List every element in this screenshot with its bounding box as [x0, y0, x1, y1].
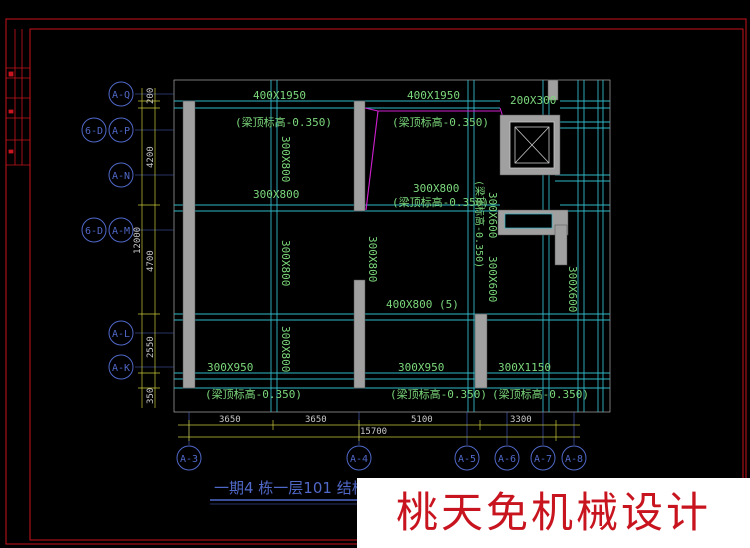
beam-300x800-v3: 300X800	[366, 236, 379, 282]
beam-300x1150: 300X1150	[498, 361, 551, 374]
dim-12000: 12000	[133, 227, 143, 254]
beam-300x800-h1: 300X800	[253, 188, 299, 201]
beam-300x800-v1: 300X800	[279, 136, 292, 182]
beam-300x800-v2: 300X800	[279, 240, 292, 286]
svg-text:A-6: A-6	[498, 454, 516, 465]
svg-text:A-P: A-P	[112, 126, 130, 137]
svg-text:A-7: A-7	[534, 454, 552, 465]
columns	[182, 79, 559, 389]
beam-300x600-v2: 300X600	[486, 256, 499, 302]
axis-bubbles-bottom: A-3 A-4 A-5 A-6 A-7 A-8	[176, 445, 587, 471]
beam-lines	[174, 80, 610, 412]
bubble-a-6: A-6	[494, 445, 520, 471]
beam-300x600-v1: 300X600	[486, 192, 499, 238]
beam-elev-bottom-left: (梁顶标高-0.350)	[205, 387, 302, 401]
dim-3300: 3300	[510, 415, 532, 425]
dimension-text-bottom: 3650 3650 5100 3300 15700	[219, 415, 532, 437]
beam-300x950-left: 300X950	[207, 361, 253, 374]
svg-text:A-4: A-4	[350, 454, 368, 465]
beam-400x1950-right: 400X1950	[407, 89, 460, 102]
watermark-text: 桃天免机械设计	[395, 488, 711, 537]
beam-elev-vert: (梁顶标高-0.350)	[473, 180, 486, 268]
bubble-6-d: 6-D	[81, 117, 107, 143]
beam-elev-bottom-right: (梁顶标高-0.350)	[492, 387, 589, 401]
beam-elev-top-left: (梁顶标高-0.350)	[235, 115, 332, 129]
title-block-strip	[6, 29, 30, 166]
dim-350: 350	[146, 388, 156, 404]
beam-200x300: 200X300	[510, 94, 556, 107]
bubble-a-k: A-K	[108, 354, 134, 380]
plan-boundary	[173, 79, 611, 413]
column-wall-a4-top	[353, 100, 366, 212]
dim-5100: 5100	[411, 415, 433, 425]
svg-text:A-M: A-M	[112, 226, 130, 237]
watermark-banner: 桃天免机械设计	[357, 478, 750, 548]
beam-label-group: 400X1950 (梁顶标高-0.350) 400X1950 (梁顶标高-0.3…	[205, 89, 589, 401]
dim-3650-a: 3650	[219, 415, 241, 425]
bubble-a-3: A-3	[176, 445, 202, 471]
bubble-a-l: A-L	[108, 320, 134, 346]
bubble-a-q: A-Q	[108, 81, 134, 107]
beam-elev-bottom-mid: (梁顶标高-0.350)	[390, 387, 487, 401]
dimension-text-left: 200 4200 12000 4700 2550 350	[133, 88, 156, 404]
bubble-6-d2: 6-D	[81, 217, 107, 243]
svg-text:A-K: A-K	[112, 363, 130, 374]
column-a5	[474, 313, 488, 389]
svg-text:A-Q: A-Q	[112, 90, 130, 101]
beam-300x800-mid: 300X800	[413, 182, 459, 195]
bubble-a-5: A-5	[454, 445, 480, 471]
bubble-a-8: A-8	[561, 445, 587, 471]
beam-300x600-v3: 300X600	[566, 266, 579, 312]
bubble-a-p: A-P	[108, 117, 134, 143]
beam-elev-mid: (梁顶标高-0.350)	[392, 195, 489, 209]
bubble-a-m: A-M	[108, 217, 134, 243]
beam-400x1950-left: 400X1950	[253, 89, 306, 102]
dim-2550: 2550	[146, 336, 156, 358]
dim-4200: 4200	[146, 146, 156, 168]
beam-300x800-v4: 300X800	[279, 326, 292, 372]
svg-text:A-3: A-3	[180, 454, 198, 465]
beam-300x950-right: 300X950	[398, 361, 444, 374]
dim-200: 200	[146, 88, 156, 104]
column-wall-a3	[182, 100, 196, 389]
beam-400x800-5: 400X800 (5)	[386, 298, 459, 311]
svg-text:6-D: 6-D	[85, 126, 103, 137]
svg-text:A-8: A-8	[565, 454, 583, 465]
dim-15700: 15700	[360, 427, 387, 437]
column-wall-a4-bottom	[353, 279, 366, 389]
svg-text:A-L: A-L	[112, 329, 130, 340]
column-top-right	[547, 79, 559, 101]
svg-text:A-5: A-5	[458, 454, 476, 465]
svg-text:A-N: A-N	[112, 171, 130, 182]
bubble-a-n: A-N	[108, 162, 134, 188]
axis-bubbles-left: A-Q 6-D A-P A-N 6-D A-M A-L A-K	[81, 81, 134, 380]
dimension-lines	[138, 88, 580, 441]
dim-3650-b: 3650	[305, 415, 327, 425]
bubble-a-4: A-4	[346, 445, 372, 471]
svg-text:6-D: 6-D	[85, 226, 103, 237]
beam-elev-top-right: (梁顶标高-0.350)	[392, 115, 489, 129]
elevator-core	[497, 114, 569, 266]
dim-4700: 4700	[146, 250, 156, 272]
bubble-a-7: A-7	[530, 445, 556, 471]
